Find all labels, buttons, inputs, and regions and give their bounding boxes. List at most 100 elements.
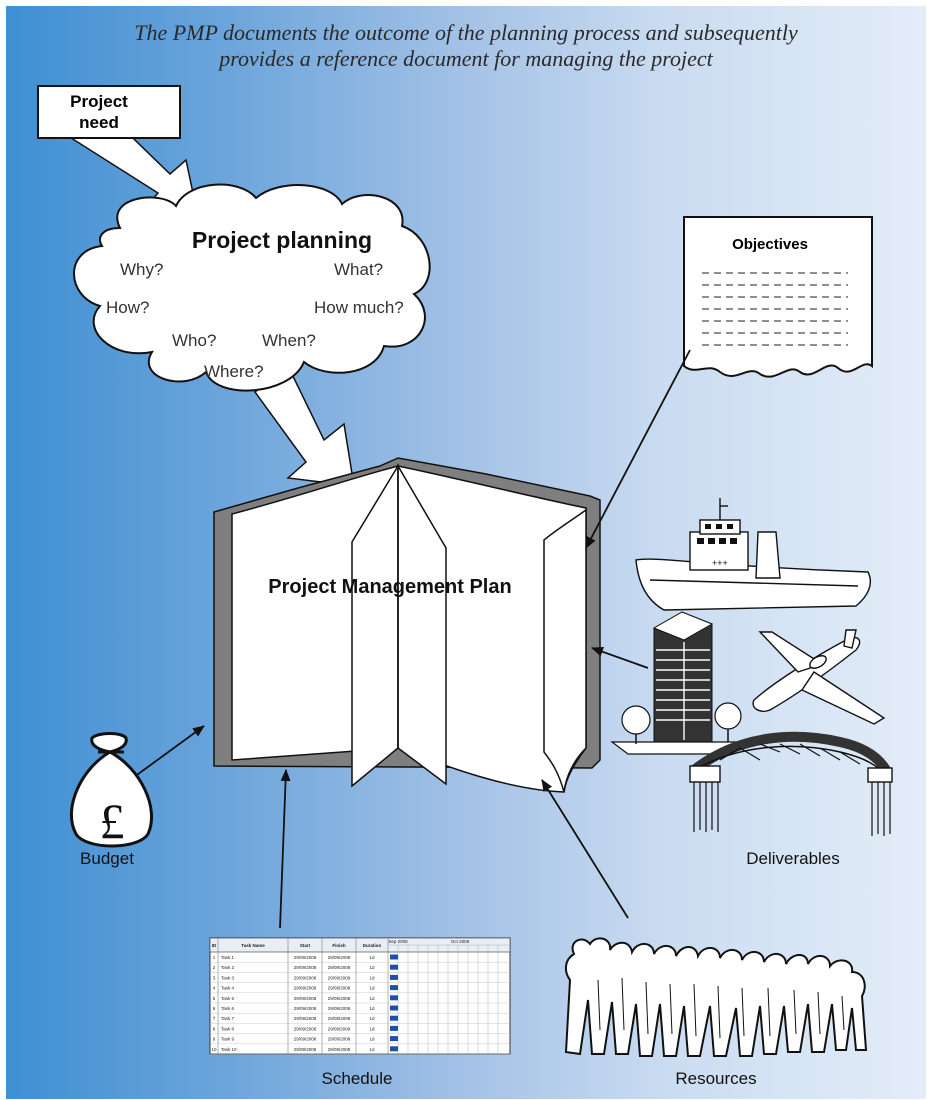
schedule-cell: 29/09/2008: [328, 1016, 351, 1021]
caption-line-1: The PMP documents the outcome of the pla…: [134, 20, 798, 45]
objectives-title: Objectives: [732, 236, 808, 253]
project-need-line-1: Project: [70, 92, 128, 111]
schedule-cell: Task 3: [221, 975, 235, 980]
jet-plane-icon: [752, 629, 886, 725]
book-page-curl: [543, 508, 587, 793]
gantt-bar: [390, 985, 398, 991]
schedule-cell: 7: [213, 1016, 216, 1021]
schedule-cell: Task 8: [221, 1026, 235, 1031]
schedule-cell: 1d: [369, 1026, 375, 1031]
pound-symbol: £: [100, 793, 125, 849]
gantt-bar: [390, 974, 398, 980]
schedule-cell: 8: [213, 1026, 216, 1031]
schedule-cell: 5: [213, 996, 216, 1001]
ship-icon: +++: [635, 498, 872, 611]
schedule-cell: 1: [213, 955, 216, 960]
objectives-document: Objectives: [683, 216, 873, 378]
gantt-bar: [390, 1046, 398, 1052]
schedule-cell: 1d: [369, 965, 375, 970]
gantt-bar: [390, 954, 398, 960]
schedule-cell: 29/09/2008: [294, 965, 317, 970]
gantt-bar: [390, 1005, 398, 1011]
schedule-header-task: Task Name: [241, 943, 265, 948]
project-need-box: Project need: [37, 85, 181, 139]
book-title: Project Management Plan: [268, 576, 511, 598]
objectives-arrow: [585, 349, 691, 549]
objectives-lines: [702, 272, 848, 346]
schedule-cell: Task 9: [221, 1037, 235, 1042]
schedule-cell: 29/09/2008: [294, 1037, 317, 1042]
question-where: Where?: [204, 362, 264, 381]
schedule-cell: 29/09/2008: [328, 1026, 351, 1031]
schedule-cell: 29/09/2008: [294, 1026, 317, 1031]
schedule-cell: 29/09/2008: [294, 1047, 317, 1052]
bridge-icon: [689, 731, 893, 836]
budget-arrow: [129, 725, 205, 781]
schedule-cell: 29/09/2008: [294, 975, 317, 980]
schedule-cell: 2: [213, 965, 216, 970]
question-what: What?: [334, 260, 383, 279]
schedule-cell: 10: [211, 1047, 217, 1052]
schedule-cell: 1d: [369, 975, 375, 980]
schedule-cell: 29/09/2008: [294, 986, 317, 991]
schedule-cell: 29/09/2008: [328, 986, 351, 991]
budget-label: Budget: [80, 849, 134, 868]
schedule-cell: 29/09/2008: [294, 1016, 317, 1021]
question-who: Who?: [172, 331, 216, 350]
svg-text:+++: +++: [712, 558, 728, 568]
project-need-line-2: need: [79, 113, 119, 132]
money-bag-icon: £: [70, 732, 154, 849]
schedule-cell: 29/09/2008: [328, 955, 351, 960]
schedule-cell: Task 4: [221, 986, 235, 991]
resources-people-icon: [564, 937, 868, 1057]
office-building-icon: [610, 611, 743, 755]
schedule-cell: 29/09/2008: [294, 955, 317, 960]
project-management-plan-book: Project Management Plan: [213, 457, 601, 793]
schedule-cell: Task 5: [221, 996, 235, 1001]
schedule-cell: Task 1: [221, 955, 235, 960]
planning-to-plan-arrow: [253, 364, 355, 487]
schedule-cell: 9: [213, 1037, 216, 1042]
schedule-cell: 29/09/2008: [328, 1047, 351, 1052]
schedule-cell: 3: [213, 975, 216, 980]
schedule-cell: 1d: [369, 1006, 375, 1011]
question-how-much: How much?: [314, 298, 404, 317]
schedule-cell: 29/09/2008: [294, 996, 317, 1001]
schedule-cell: 29/09/2008: [294, 1006, 317, 1011]
schedule-cell: 6: [213, 1006, 216, 1011]
schedule-cell: 1d: [369, 1047, 375, 1052]
gantt-bar: [390, 1025, 398, 1031]
deliverables-label: Deliverables: [746, 849, 840, 868]
schedule-label: Schedule: [322, 1069, 393, 1088]
gantt-bar: [390, 1036, 398, 1042]
question-why: Why?: [120, 260, 163, 279]
gantt-bar: [390, 995, 398, 1001]
schedule-cell: Task 2: [221, 965, 235, 970]
schedule-cell: 29/09/2008: [328, 996, 351, 1001]
schedule-cell: 1d: [369, 996, 375, 1001]
schedule-header-start: Start: [300, 943, 311, 948]
schedule-cell: 4: [213, 986, 216, 991]
gantt-header-sep: Sep 2008: [388, 939, 408, 944]
schedule-arrow: [279, 769, 291, 929]
question-when: When?: [262, 331, 316, 350]
schedule-cell: 1d: [369, 1037, 375, 1042]
resources-arrow: [541, 779, 629, 919]
schedule-cell: 1d: [369, 986, 375, 991]
planning-title: Project planning: [192, 227, 372, 253]
schedule-cell: 1d: [369, 955, 375, 960]
schedule-header-id: ID: [212, 943, 217, 948]
schedule-header-duration: Duration: [363, 943, 382, 948]
schedule-gantt-table: ID Task Name Start Finish Duration Sep 2…: [209, 937, 511, 1055]
schedule-cell: 1d: [369, 1016, 375, 1021]
gantt-header-oct: Oct 2008: [451, 939, 470, 944]
question-how: How?: [106, 298, 149, 317]
resources-label: Resources: [675, 1069, 756, 1088]
schedule-cell: 29/09/2008: [328, 1006, 351, 1011]
project-planning-cloud: Project planning Why? What? How? How muc…: [73, 183, 431, 392]
gantt-bar: [390, 964, 398, 970]
gantt-bar: [390, 1015, 398, 1021]
schedule-cell: 29/09/2008: [328, 1037, 351, 1042]
